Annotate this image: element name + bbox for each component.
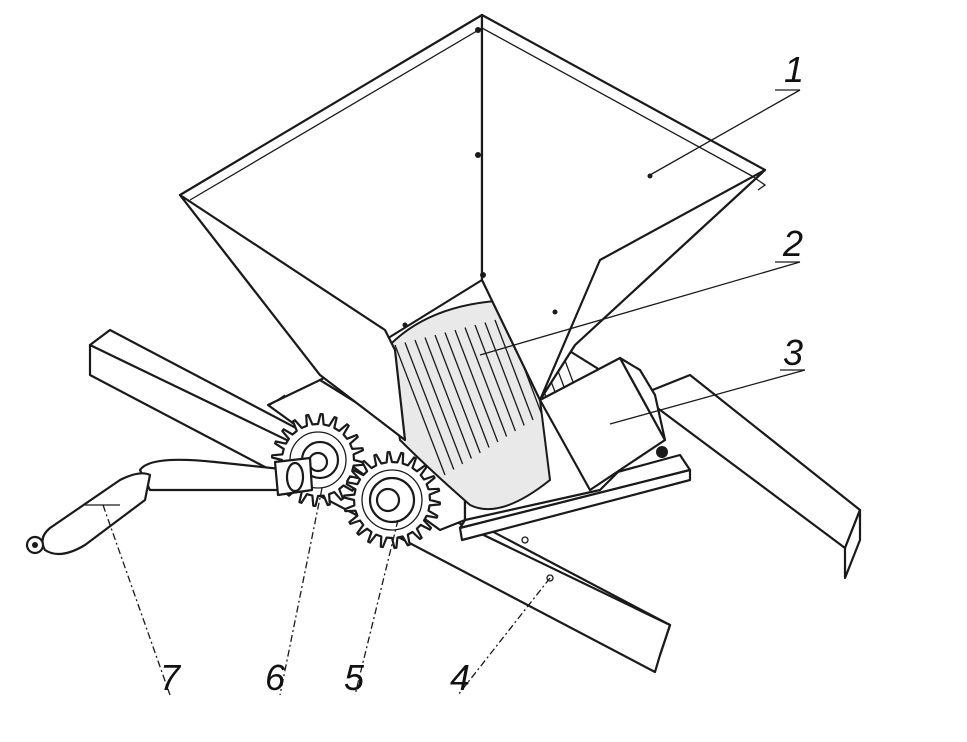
- callout-crank-handle: 7: [160, 657, 182, 698]
- drive-gear: [343, 451, 441, 549]
- callout-driven-gear: 6: [265, 657, 286, 698]
- callout-side-plate: 3: [783, 332, 803, 373]
- crank-handle: [25, 456, 314, 556]
- leader-lines: [102, 89, 806, 696]
- callout-roller: 2: [782, 223, 803, 264]
- side-plate: [538, 356, 668, 492]
- callout-hopper: 1: [784, 49, 804, 90]
- callout-drive-gear: 5: [344, 657, 365, 698]
- callout-base-frame: 4: [450, 657, 470, 698]
- hopper: [178, 13, 767, 442]
